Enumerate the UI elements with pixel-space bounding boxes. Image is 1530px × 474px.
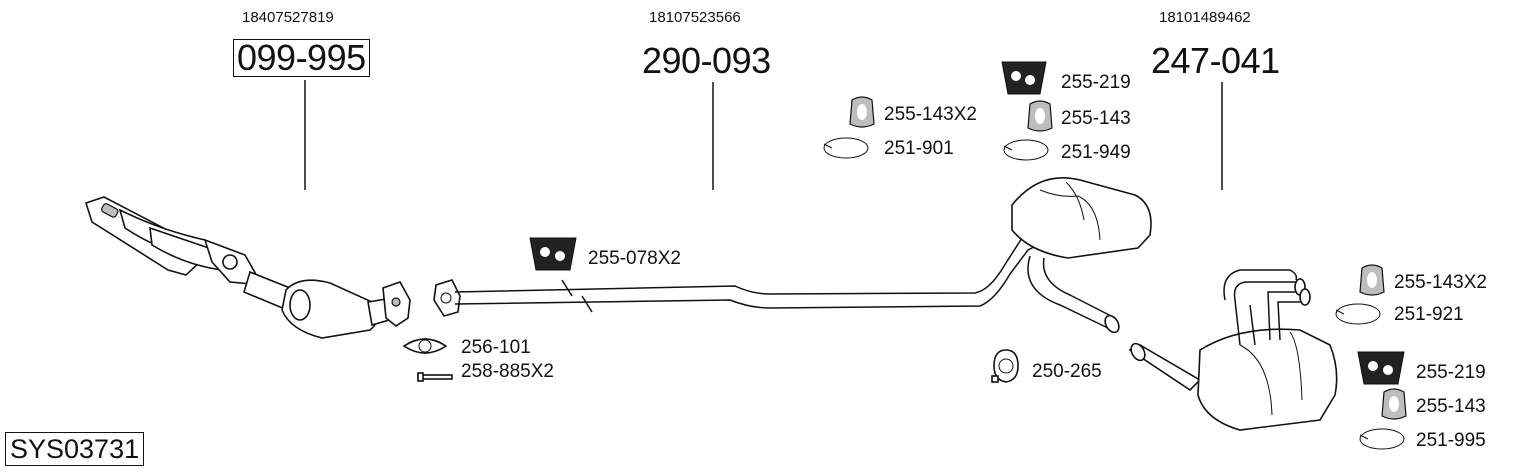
- oe-number-front: 18407527819: [242, 9, 334, 26]
- clamp-icon: [991, 349, 1019, 383]
- rubber-ring-icon: [849, 96, 875, 128]
- accessory-label[interactable]: 251-995: [1416, 430, 1486, 451]
- part-number-rear[interactable]: 247-041: [1151, 40, 1280, 81]
- accessory-label[interactable]: 255-143X2: [884, 104, 977, 125]
- accessory-label[interactable]: 255-143: [1061, 108, 1131, 129]
- accessory-label[interactable]: 255-078X2: [588, 248, 681, 269]
- o-ring-icon: [1003, 139, 1049, 161]
- rubber-ring-icon: [1381, 388, 1407, 420]
- accessory-label[interactable]: 255-143X2: [1394, 272, 1487, 293]
- rubber-ring-icon: [1359, 264, 1385, 296]
- accessory-label[interactable]: 255-219: [1416, 362, 1486, 383]
- rubber-hanger-icon: [529, 237, 577, 271]
- accessory-label[interactable]: 258-885X2: [461, 361, 554, 382]
- rubber-ring-icon: [1027, 100, 1053, 132]
- accessory-label[interactable]: 251-901: [884, 138, 954, 159]
- accessory-label[interactable]: 250-265: [1032, 361, 1102, 382]
- part-number-front[interactable]: 099-995: [233, 39, 370, 77]
- manifold-catalyst-part: [85, 196, 411, 339]
- o-ring-icon: [1335, 303, 1381, 325]
- accessory-label[interactable]: 255-219: [1061, 72, 1131, 93]
- accessory-label[interactable]: 256-101: [461, 337, 531, 358]
- bolt-icon: [417, 372, 453, 382]
- middle-pipe-part: [433, 227, 1045, 317]
- oe-number-rear: 18101489462: [1159, 9, 1251, 26]
- centre-silencer-part: [1011, 177, 1152, 334]
- oe-number-middle: 18107523566: [649, 9, 741, 26]
- part-number-middle[interactable]: 290-093: [642, 40, 771, 81]
- accessory-label[interactable]: 255-143: [1416, 396, 1486, 417]
- rubber-hanger-icon: [1357, 351, 1405, 385]
- accessory-label[interactable]: 251-949: [1061, 142, 1131, 163]
- o-ring-icon: [823, 137, 869, 159]
- system-id: SYS03731: [5, 432, 145, 466]
- accessory-label[interactable]: 251-921: [1394, 304, 1464, 325]
- rear-silencer-part: [1128, 269, 1338, 431]
- rubber-hanger-icon: [1001, 61, 1047, 95]
- gasket-icon: [402, 338, 448, 354]
- o-ring-icon: [1359, 428, 1405, 450]
